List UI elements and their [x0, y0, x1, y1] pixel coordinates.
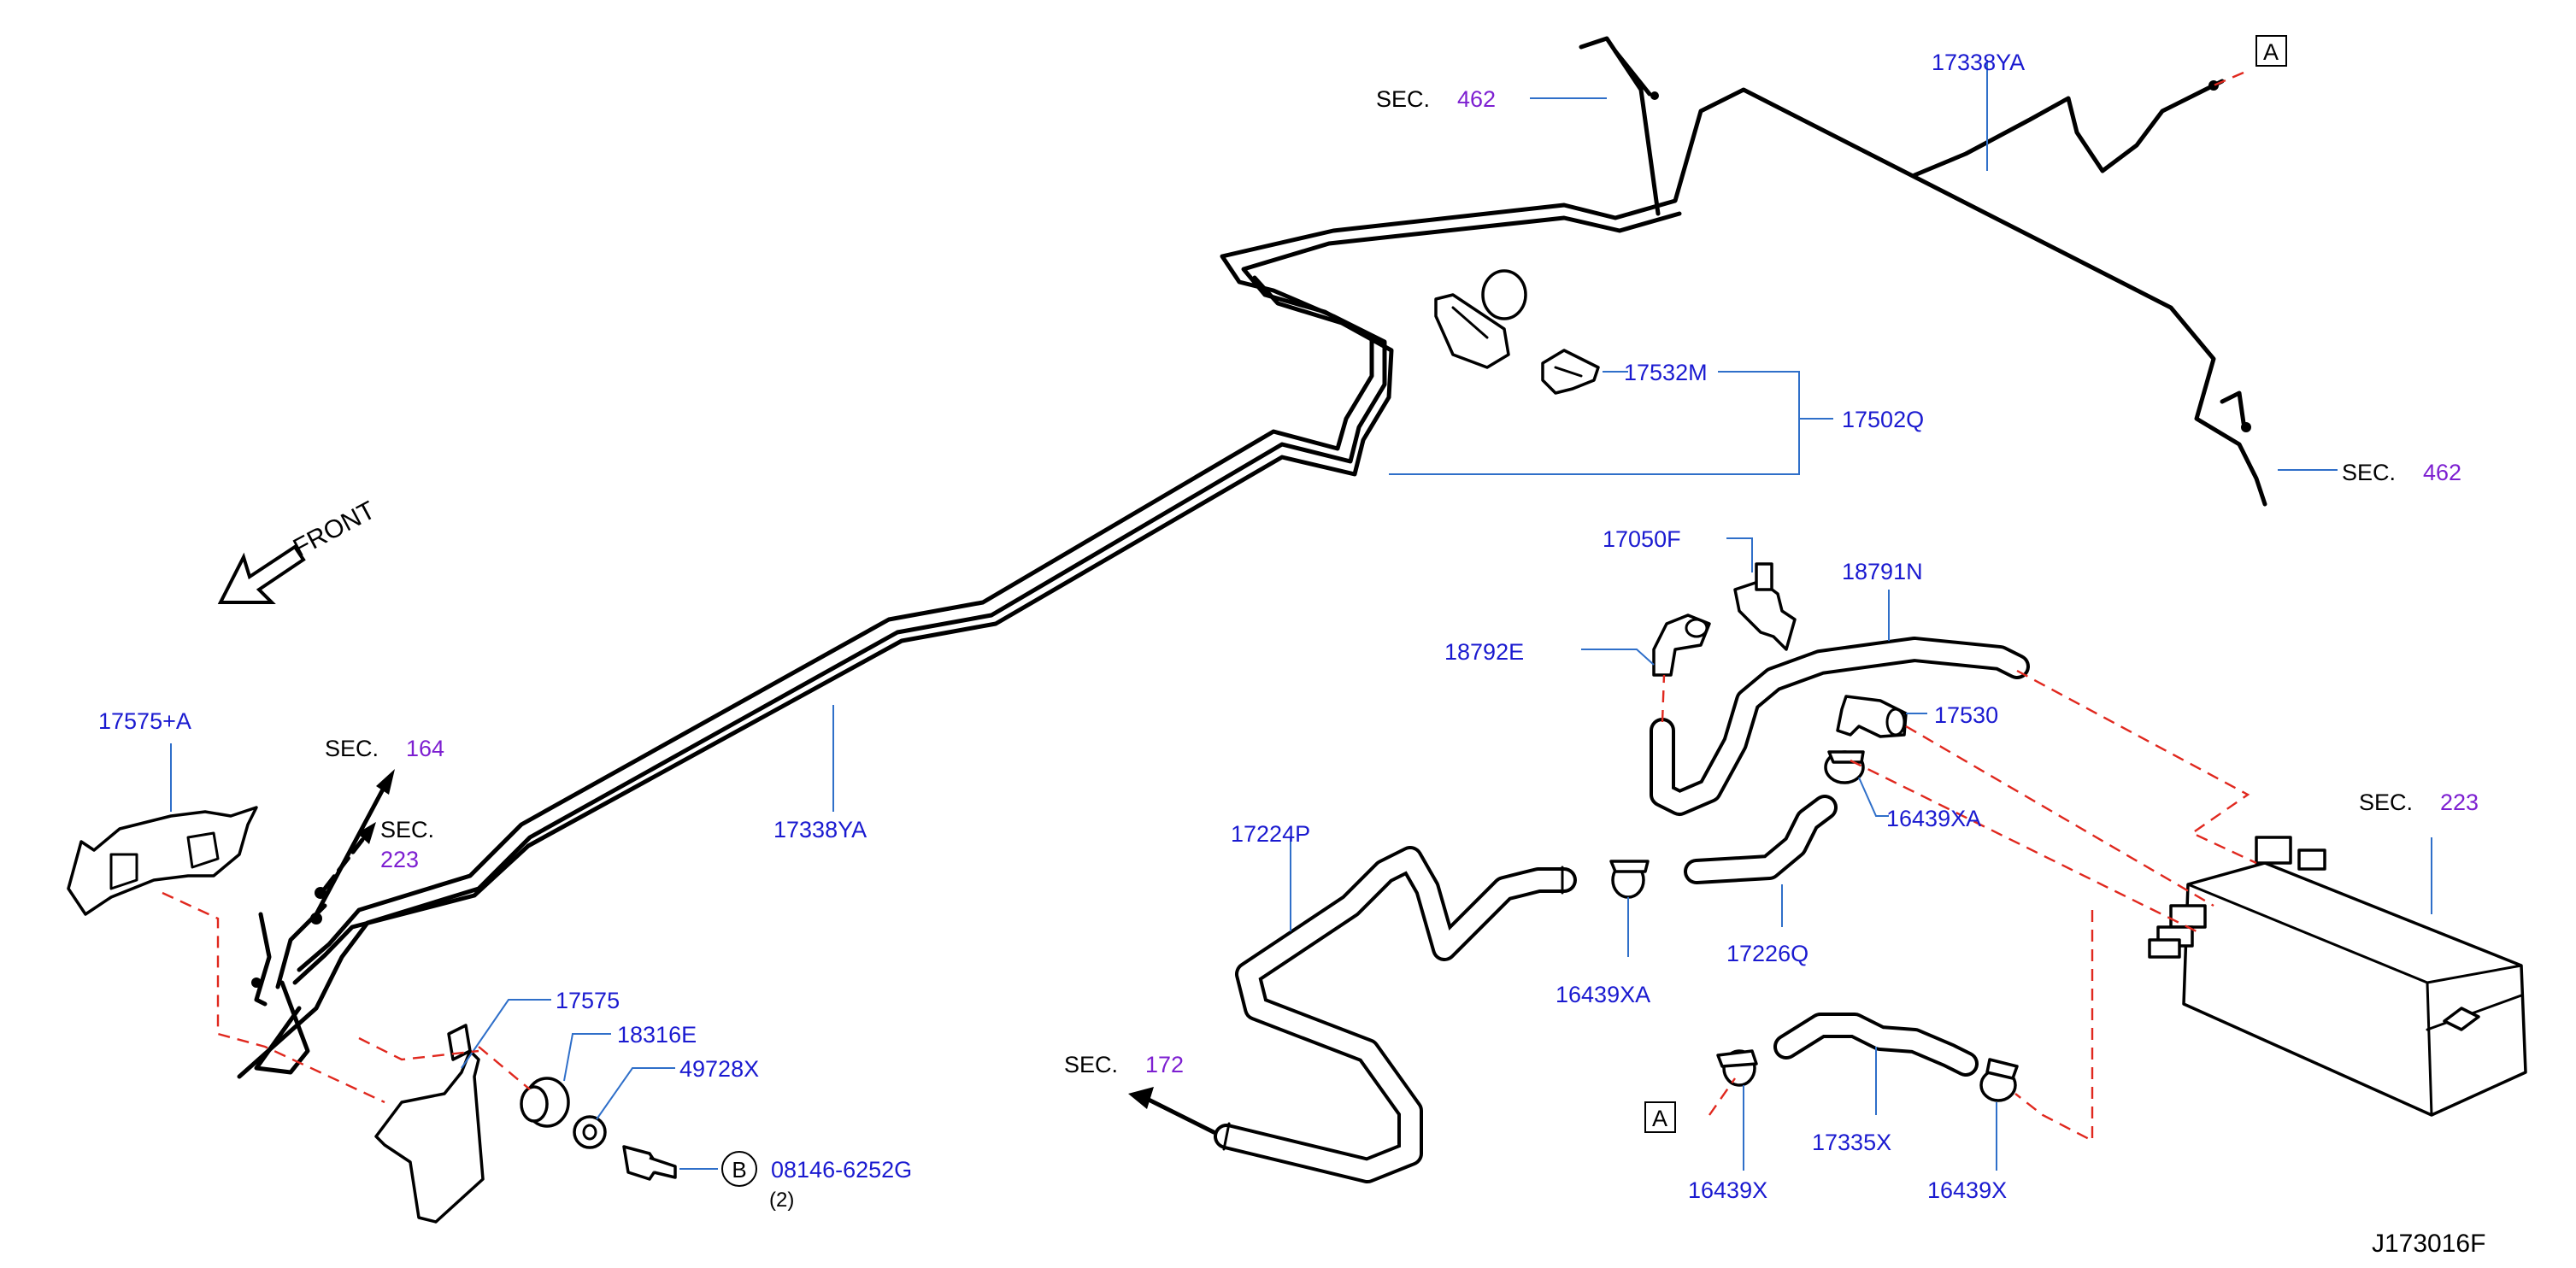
bracket-17575 — [374, 1024, 485, 1224]
part-49728X: 49728X — [679, 1056, 759, 1082]
bolt-08146-6252G — [622, 1145, 677, 1181]
callout-a-bottom-label: A — [1652, 1106, 1667, 1131]
part-16439XA-right: 16439XA — [1886, 806, 1981, 831]
sec-ref-223-right: 223 — [2440, 790, 2479, 815]
front-label: FRONT — [289, 496, 380, 563]
sec-prefix-223-left: SEC. — [380, 817, 434, 842]
part-18791N: 18791N — [1842, 559, 1923, 584]
callout-a-top-label: A — [2263, 39, 2279, 65]
sec-ref-462-top: 462 — [1457, 86, 1496, 112]
arrow-to-sec172 — [1128, 1087, 1154, 1109]
part-17050F: 17050F — [1603, 526, 1681, 552]
part-17338YA-top: 17338YA — [1932, 50, 2025, 75]
clip-17532M — [1541, 349, 1600, 395]
callout-b: B — [721, 1151, 757, 1187]
hose-17335X — [1773, 1013, 1979, 1077]
part-16439X-right: 16439X — [1927, 1177, 2007, 1203]
part-17532M: 17532M — [1624, 360, 1708, 385]
front-arrow — [217, 544, 306, 604]
part-16439X-left: 16439X — [1688, 1177, 1767, 1203]
clamp-16439XA-right — [1824, 750, 1865, 784]
clamp-16439XA-mid — [1609, 860, 1650, 899]
part-18792E: 18792E — [1444, 639, 1524, 665]
hose-17226Q — [1684, 795, 1838, 884]
part-08146-qty: (2) — [769, 1189, 794, 1212]
elbow-17530 — [1836, 695, 1908, 738]
sec-ref-223-left: 223 — [380, 847, 419, 872]
part-16439XA-mid: 16439XA — [1556, 982, 1650, 1007]
part-17224P: 17224P — [1231, 821, 1310, 847]
hose-18791N — [1650, 637, 2030, 816]
main-fuel-pipe-assembly — [237, 36, 2267, 1079]
part-08146-6252G: 08146-6252G — [771, 1157, 912, 1183]
dashed-connections — [162, 71, 2257, 1142]
sec-ref-172: 172 — [1145, 1052, 1184, 1077]
hose-17224P — [1214, 846, 1577, 1183]
part-17335X: 17335X — [1812, 1130, 1891, 1155]
sec-prefix-462-right: SEC. — [2342, 460, 2396, 485]
part-18316E: 18316E — [617, 1022, 697, 1048]
front-clips — [251, 769, 395, 1007]
sec-prefix-172: SEC. — [1064, 1052, 1118, 1077]
callout-a-bottom: A — [1644, 1101, 1676, 1133]
part-17502Q: 17502Q — [1842, 407, 1924, 432]
leader-lines — [170, 60, 2432, 1171]
part-17338YA-mid: 17338YA — [773, 817, 867, 842]
grommet-18316E — [520, 1077, 570, 1128]
part-17575: 17575 — [556, 988, 620, 1013]
part-17575A: 17575+A — [98, 708, 191, 734]
figure-id: J173016F — [2372, 1230, 2485, 1258]
washer-49728X — [573, 1115, 607, 1149]
part-17530: 17530 — [1934, 702, 1998, 728]
sec-ref-462-right: 462 — [2423, 460, 2461, 485]
part-17226Q: 17226Q — [1726, 941, 1808, 966]
callout-b-label: B — [732, 1157, 746, 1183]
sec-prefix-462-top: SEC. — [1376, 86, 1430, 112]
quick-connector-17502Q — [1434, 269, 1527, 369]
canister-sec223 — [2148, 836, 2527, 1117]
clamp-16439X-right — [1979, 1058, 2019, 1102]
clip-17050F — [1733, 562, 1797, 651]
connector-18792E — [1652, 613, 1711, 677]
sec-prefix-164: SEC. — [325, 736, 379, 761]
sec-ref-164: 164 — [406, 736, 444, 761]
callout-a-top: A — [2255, 35, 2287, 67]
bracket-17575A — [67, 806, 258, 916]
clamp-16439X-left — [1716, 1049, 1758, 1087]
sec-prefix-223-right: SEC. — [2359, 790, 2413, 815]
